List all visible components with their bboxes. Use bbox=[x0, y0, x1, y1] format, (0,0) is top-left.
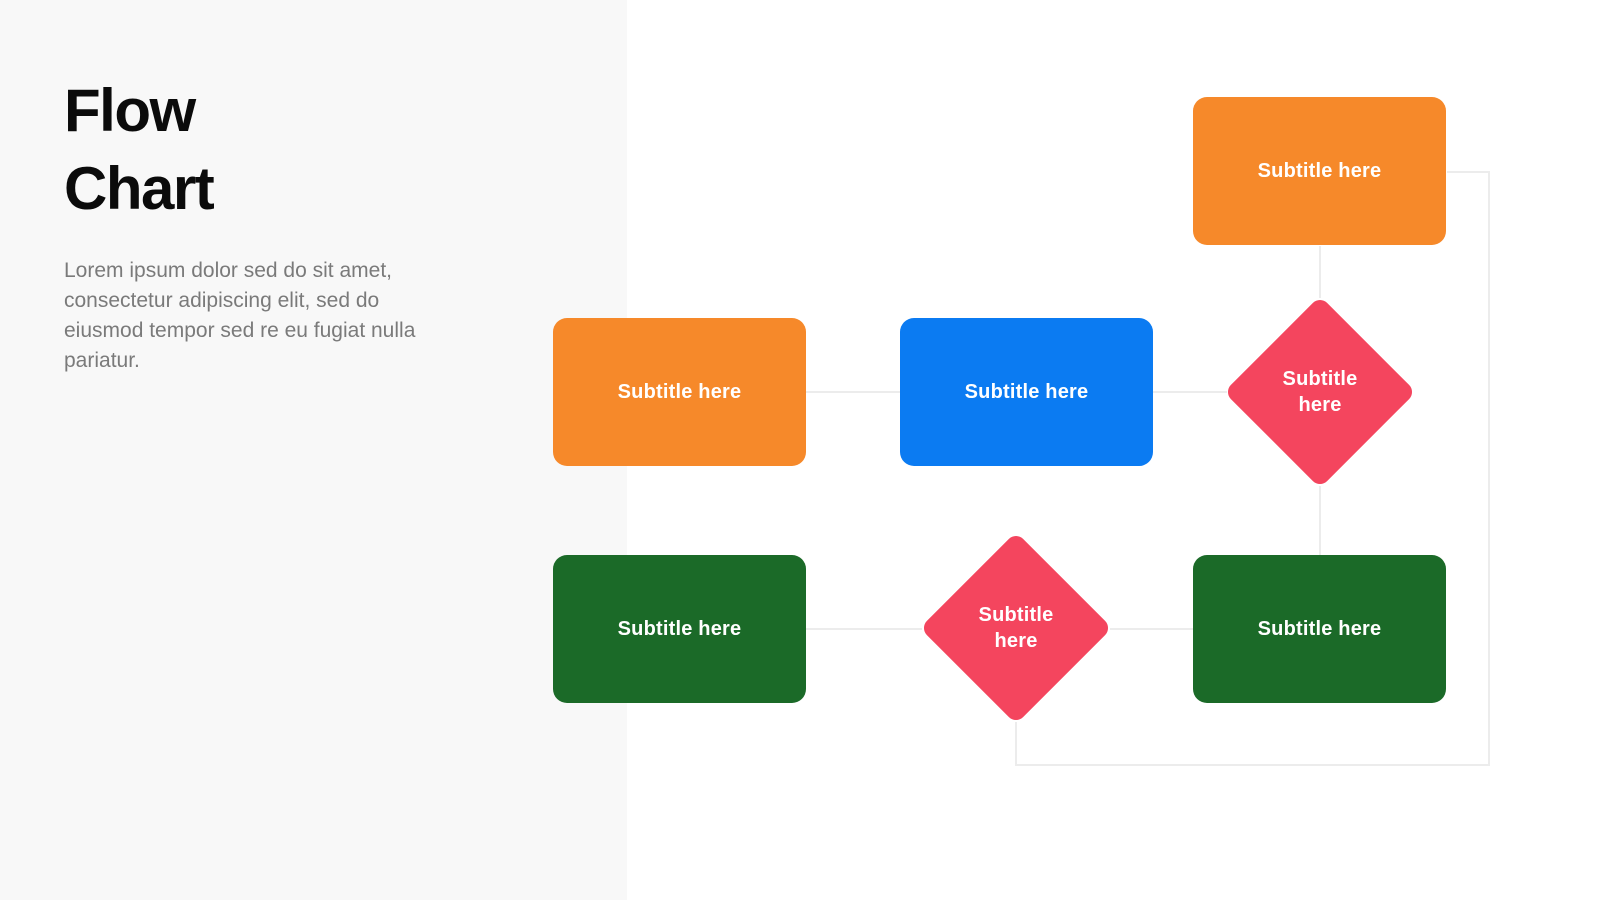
page-description: Lorem ipsum dolor sed do sit amet, conse… bbox=[64, 259, 416, 372]
node-bot-green-left[interactable]: Subtitle here bbox=[553, 555, 806, 703]
node-label: Subtitle here bbox=[1257, 159, 1382, 182]
node-label: Subtitle here bbox=[617, 380, 742, 403]
node-mid-orange[interactable]: Subtitle here bbox=[553, 318, 806, 466]
connector-midorange-blue bbox=[806, 391, 902, 393]
node-label: Subtitle here bbox=[964, 380, 1089, 403]
node-mid-blue[interactable]: Subtitle here bbox=[900, 318, 1153, 466]
node-label: Subtitle here bbox=[978, 604, 1054, 652]
node-bot-green-right[interactable]: Subtitle here bbox=[1193, 555, 1446, 703]
connector-toporange-right bbox=[1447, 171, 1490, 173]
page-title: Flow Chart bbox=[64, 77, 215, 222]
left-panel: Flow Chart Lorem ipsum dolor sed do sit … bbox=[0, 0, 627, 900]
connector-botdiamond-greenright bbox=[1110, 628, 1195, 630]
connector-middiamond-greenright bbox=[1319, 486, 1321, 556]
connector-toporange-middiamond bbox=[1319, 246, 1321, 298]
node-mid-diamond[interactable]: Subtitle here bbox=[1223, 295, 1417, 489]
node-bot-diamond[interactable]: Subtitle here bbox=[919, 531, 1113, 725]
node-label: Subtitle here bbox=[617, 617, 742, 640]
node-label: Subtitle here bbox=[1282, 368, 1358, 416]
connector-right-run bbox=[1488, 171, 1490, 766]
node-label: Subtitle here bbox=[1257, 617, 1382, 640]
connector-greenleft-botdiamond bbox=[806, 628, 922, 630]
connector-blue-middiamond bbox=[1151, 391, 1227, 393]
connector-bottom-run bbox=[1015, 764, 1490, 766]
node-top-orange[interactable]: Subtitle here bbox=[1193, 97, 1446, 245]
connector-botdiamond-down bbox=[1015, 722, 1017, 766]
